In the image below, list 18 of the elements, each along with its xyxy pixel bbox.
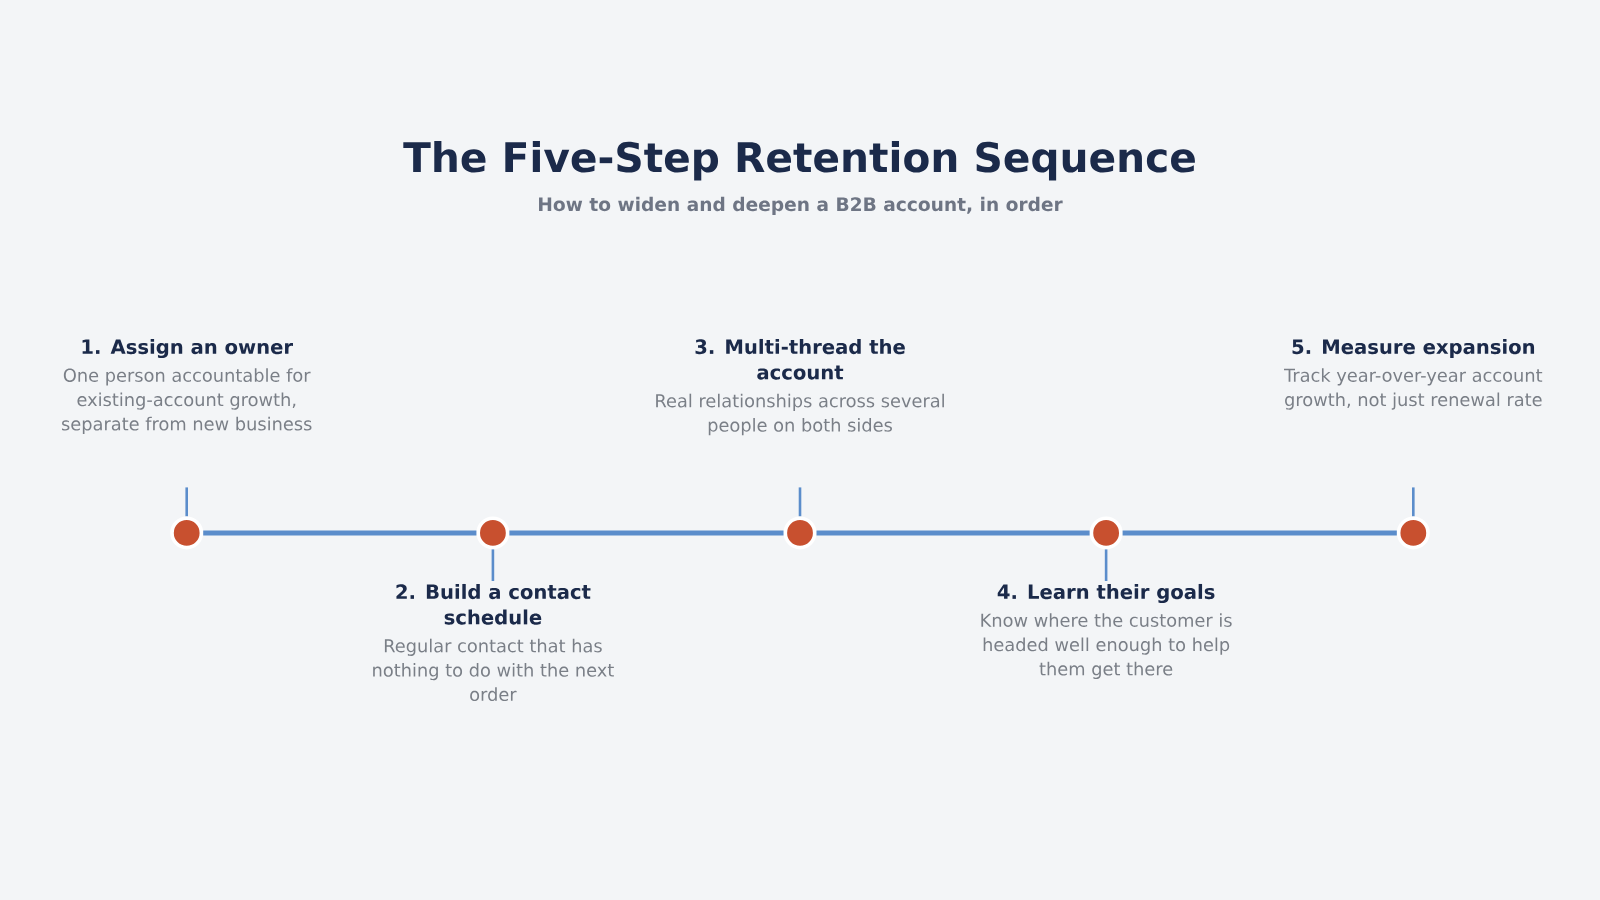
step-description: Regular contact that has nothing to do with the next order	[373, 638, 614, 702]
step-title: 4. Learn their goals	[997, 583, 1215, 604]
step-title: 5. Measure expansion	[1292, 338, 1535, 358]
step-title: 2. Build a contact schedule	[396, 583, 591, 625]
tick-line	[1104, 549, 1108, 581]
step-description: Know where the customer is headed well enough to help them get there	[981, 613, 1232, 679]
step-title: 1. Assign an owner	[82, 338, 293, 359]
subtitle: How to widen and deepen a B2B account, in order	[539, 196, 1063, 215]
title: The Five-Step Retention Sequence	[403, 141, 1195, 181]
timeline-line	[203, 530, 477, 536]
timeline-line	[816, 530, 1090, 536]
step-title: 3. Multi-thread the account	[695, 338, 905, 380]
step-description: Real relationships across several people on both sides	[656, 393, 944, 436]
tick-line	[491, 549, 495, 581]
timeline-line	[1122, 530, 1397, 536]
step-description: One person accountable for existing-account growth, separate from new business	[62, 368, 312, 434]
timeline-line	[509, 530, 784, 536]
step-description: Track year-over-year account growth, not just renewal rate	[1284, 368, 1543, 410]
